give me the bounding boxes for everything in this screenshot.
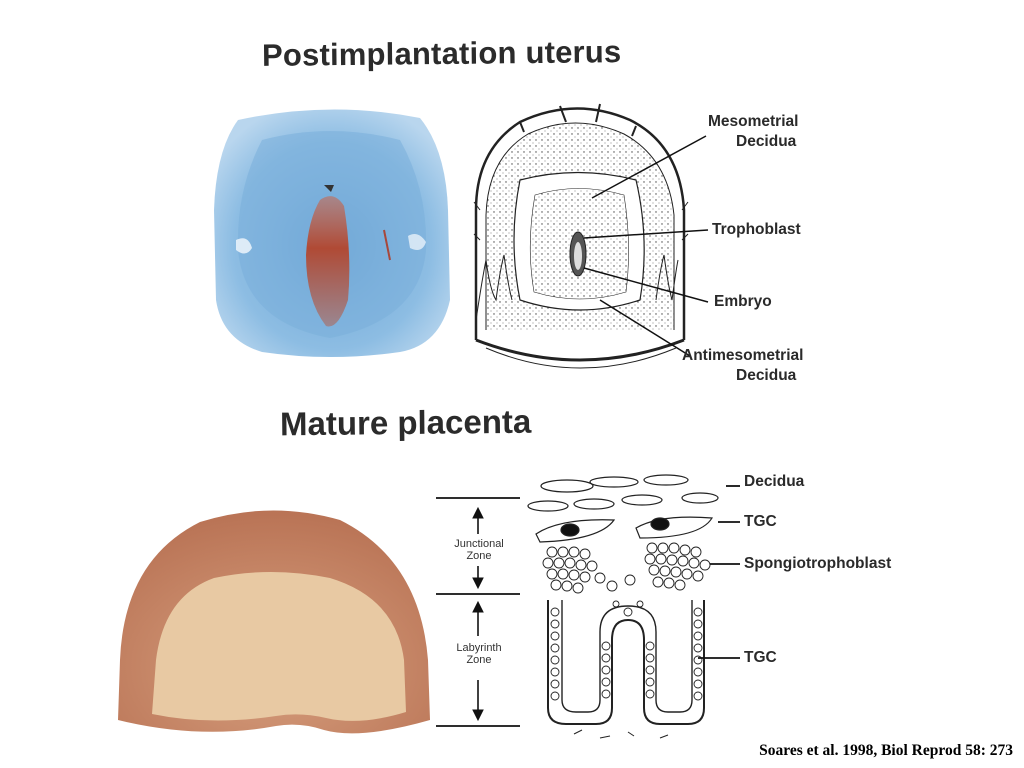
zone-labyrinth-line1: Labyrinth <box>456 642 502 654</box>
zone-junctional: Junctional Zone <box>444 538 514 562</box>
uterus-line-drawing <box>473 103 689 369</box>
label-tgc-bottom: TGC <box>744 649 777 666</box>
placenta-line-drawing <box>527 474 719 739</box>
label-mesometrial: Mesometrial <box>708 113 799 130</box>
label-embryo: Embryo <box>714 293 772 310</box>
zone-labyrinth-line2: Zone <box>466 654 492 666</box>
label-decidua: Decidua <box>744 473 805 490</box>
label-tgc-top: TGC <box>744 513 777 530</box>
zone-junctional-line2: Zone <box>466 550 492 562</box>
label-trophoblast: Trophoblast <box>712 221 801 238</box>
label-spongiotrophoblast: Spongiotrophoblast <box>744 555 892 572</box>
placenta-section-photo <box>118 510 430 734</box>
zone-labyrinth: Labyrinth Zone <box>444 642 514 666</box>
stained-uterus-section <box>214 109 450 357</box>
zone-junctional-line1: Junctional <box>454 538 504 550</box>
label-antimesometrial: Antimesometrial <box>682 347 804 364</box>
placenta-leader-lines <box>698 485 740 659</box>
label-mesometrial-decidua: Decidua <box>736 133 797 150</box>
label-antimesometrial-decidua: Decidua <box>736 367 797 384</box>
zone-markers <box>436 497 520 727</box>
postimplantation-leader-lines <box>583 135 709 357</box>
citation: Soares et al. 1998, Biol Reprod 58: 273 <box>759 742 1013 759</box>
